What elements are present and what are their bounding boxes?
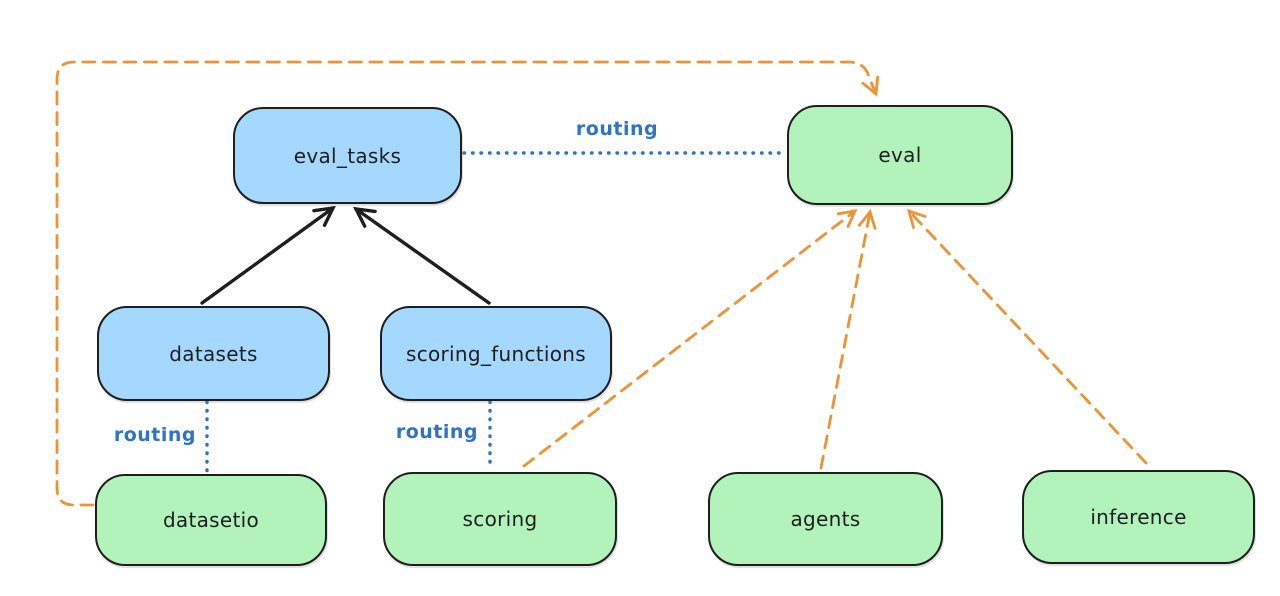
node-datasetio-label: datasetio [162,508,260,532]
routing-label-scoring-functions-scoring: routing [395,421,478,443]
node-datasets: datasets [97,306,330,401]
node-scoring: scoring [383,472,617,566]
edge-scoring-to-eval [522,209,858,468]
edge-datasets-to-eval-tasks [200,205,336,305]
node-agents: agents [708,472,943,566]
node-scoring-functions: scoring_functions [380,306,612,401]
node-inference-label: inference [1090,505,1187,529]
node-eval-tasks: eval_tasks [233,107,462,204]
routing-label-datasets-datasetio: routing [113,424,196,446]
edge-agents-to-eval [819,209,877,470]
node-eval: eval [787,105,1013,205]
node-eval-tasks-label: eval_tasks [293,143,402,168]
node-eval-label: eval [878,143,922,167]
edge-datasetio-to-eval [55,60,880,507]
node-agents-label: agents [790,507,861,531]
edge-inference-to-eval [906,208,1148,465]
node-inference: inference [1022,470,1255,564]
node-scoring-label: scoring [462,507,538,531]
node-datasets-label: datasets [169,341,258,366]
routing-label-eval-tasks-eval: routing [575,118,659,140]
node-datasetio: datasetio [95,474,327,566]
edge-scoring-functions-to-eval-tasks [353,206,491,305]
node-scoring-functions-label: scoring_functions [405,341,587,366]
